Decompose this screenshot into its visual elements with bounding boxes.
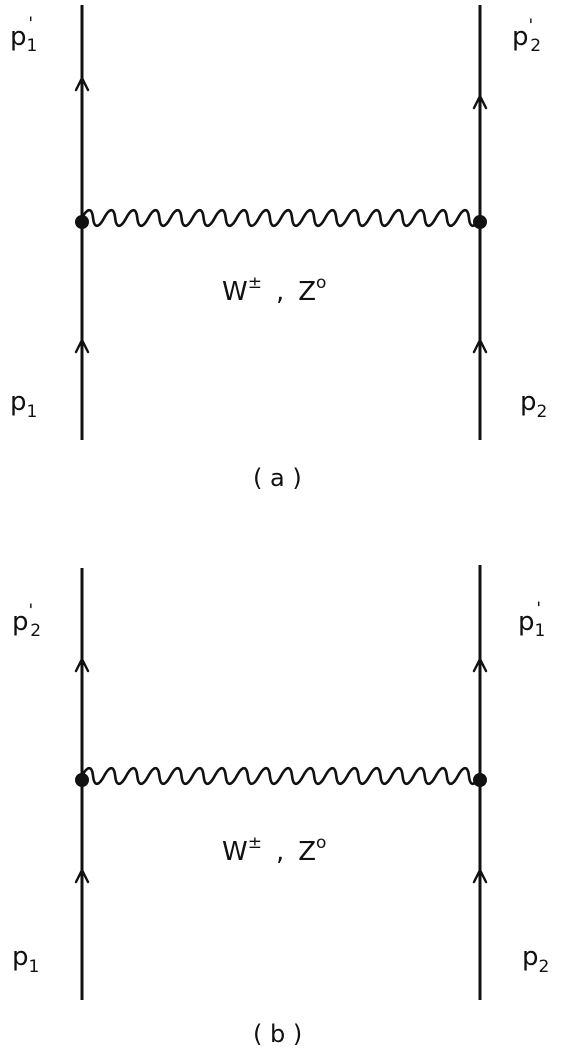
label-bottom-right-a: p2 <box>520 387 547 422</box>
boson-label-a: W±,Zo <box>222 273 326 307</box>
arrow-up-icon <box>74 338 90 354</box>
vertex-right-a <box>473 215 487 229</box>
arrow-up-icon <box>472 657 488 673</box>
caption-b: ( b ) <box>253 1020 302 1048</box>
arrow-up-icon <box>472 94 488 110</box>
boson-propagator-a <box>80 208 482 228</box>
label-bottom-left-a: p1 <box>10 387 37 422</box>
vertex-left-b <box>75 773 89 787</box>
vertex-left-a <box>75 215 89 229</box>
label-top-left-b: p'2 <box>12 601 41 641</box>
boson-propagator-b <box>80 766 482 786</box>
caption-a: ( a ) <box>253 464 302 492</box>
boson-label-b: W±,Zo <box>222 833 326 867</box>
label-top-left-a: p1' <box>10 14 37 56</box>
arrow-up-icon <box>74 76 90 92</box>
label-top-right-b: p1' <box>518 599 545 641</box>
arrow-up-icon <box>472 868 488 884</box>
arrow-up-icon <box>74 868 90 884</box>
arrow-up-icon <box>74 657 90 673</box>
label-bottom-left-b: p1 <box>12 942 39 977</box>
diagram-b: p'2 p1' p1 p2 W±,Zo ( b ) <box>12 565 549 1048</box>
label-top-right-a: p'2 <box>512 16 541 56</box>
label-bottom-right-b: p2 <box>522 942 549 977</box>
arrow-up-icon <box>472 338 488 354</box>
vertex-right-b <box>473 773 487 787</box>
diagram-a: p1' p'2 p1 p2 W±,Zo ( a ) <box>10 5 547 492</box>
